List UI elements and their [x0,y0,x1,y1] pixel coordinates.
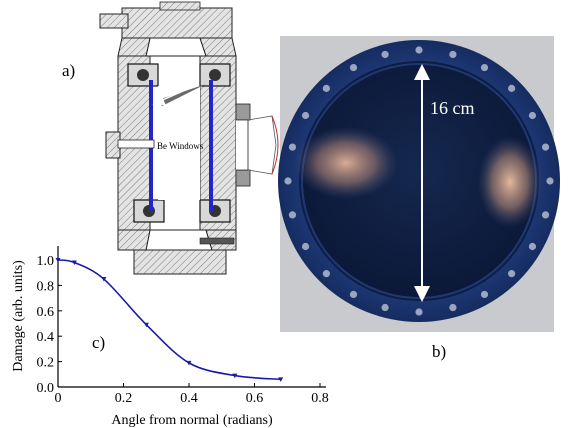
y-tick-label: 0.8 [37,279,55,294]
damage-region-left [294,127,398,199]
bolt-hole [449,50,457,59]
y-tick-label: 0.0 [37,381,55,396]
bolt-hole [288,143,297,151]
bolt-hole [415,308,423,316]
data-point [55,258,61,263]
damaged-window-photo: 16 cm [278,36,560,332]
bolt-hole [349,290,358,299]
chart-axes [57,246,326,388]
x-tick-label: 0.8 [311,391,329,406]
bolt-hole [480,290,489,299]
y-ticks: 0.0 0.2 0.4 0.6 0.8 1.0 [37,254,62,396]
y-axis-label: Damage (arb. units) [11,260,26,372]
bolt-hole [322,270,330,278]
bolt-hole [508,270,516,278]
bolt-hole [284,177,292,185]
damage-vs-angle-chart: 0 0.2 0.4 0.6 0.8 0.0 0.2 0.4 0.6 0.8 1.0 Angle f… [11,246,329,428]
panel-label-c: c) [92,333,105,352]
y-tick-label: 0.6 [37,305,55,320]
bolt-hole [508,84,516,92]
panel-label-b: b) [432,342,446,361]
series-group [55,258,284,382]
y-tick-label: 0.4 [37,330,55,345]
bolt-hole [528,242,537,251]
x-tick-label: 0.4 [180,391,198,406]
bolt-hole [288,211,297,219]
x-tick-label: 0 [55,391,62,406]
data-point [143,322,149,328]
x-axis-label: Angle from normal (radians) [111,413,273,428]
x-ticks: 0 0.2 0.4 0.6 0.8 [55,383,329,406]
bolt-hole [546,177,554,185]
bolt-hole [480,63,489,72]
bolt-hole [322,84,330,92]
data-point [186,360,192,366]
bolt-hole [541,211,550,219]
series-line-0 [57,259,281,381]
x-tick-label: 0.6 [246,391,264,406]
bolt-hole [449,303,457,312]
bolt-hole [415,46,423,54]
measurement-label: 16 cm [430,98,475,118]
be-windows-label: Be Windows [157,141,204,151]
bolt-hole [381,303,389,312]
damage-region-right [478,136,542,228]
data-point [101,277,107,282]
panel-label-a: a) [62,61,75,80]
bolt-hole [381,50,389,59]
data-point [232,373,238,379]
bolt-hole [301,111,310,120]
x-tick-label: 0.2 [115,391,133,406]
y-tick-label: 1.0 [37,254,55,269]
data-point [278,377,284,382]
bolt-hole [349,63,358,72]
bolt-hole [301,242,310,251]
y-tick-label: 0.2 [37,356,55,371]
bolt-hole [528,111,537,120]
bolt-hole [541,143,550,151]
flange-bolt-holes [284,46,554,316]
beam-window-cross-section-diagram: Be Windows [99,1,279,275]
data-point [71,260,77,266]
